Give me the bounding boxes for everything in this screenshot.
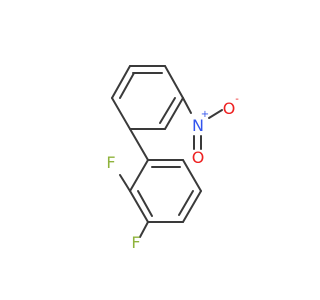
bond <box>182 190 202 223</box>
fluorine-label: F <box>106 153 115 172</box>
oxygen-charge: - <box>235 94 239 105</box>
difluorophenyl-ring <box>129 159 202 223</box>
c-f-bond <box>139 221 149 238</box>
double-bond-inner <box>137 190 153 217</box>
nitrogen-label: N <box>192 116 204 135</box>
structure-canvas: F F N + O - O <box>106 65 239 252</box>
bond <box>164 97 184 130</box>
molecule-diagram: F F N + O - O <box>106 65 239 252</box>
fluorine-label: F <box>131 233 140 252</box>
double-bond-inner <box>159 97 176 124</box>
c-f-bond <box>119 174 131 192</box>
biaryl-bond <box>129 128 149 161</box>
bond <box>129 159 149 192</box>
bond <box>129 190 149 223</box>
bond <box>111 97 131 130</box>
bond <box>182 159 202 192</box>
nitrogen-charge: + <box>201 109 209 120</box>
bond <box>164 65 184 99</box>
oxygen-label: O <box>192 148 205 167</box>
double-bond-inner <box>178 190 194 216</box>
n-o-bond <box>208 109 223 119</box>
nitrophenyl-ring <box>111 65 184 130</box>
double-bond-inner <box>119 72 135 99</box>
oxygen-label: O <box>223 99 236 118</box>
c-n-bond <box>182 97 192 114</box>
bond <box>111 65 131 99</box>
